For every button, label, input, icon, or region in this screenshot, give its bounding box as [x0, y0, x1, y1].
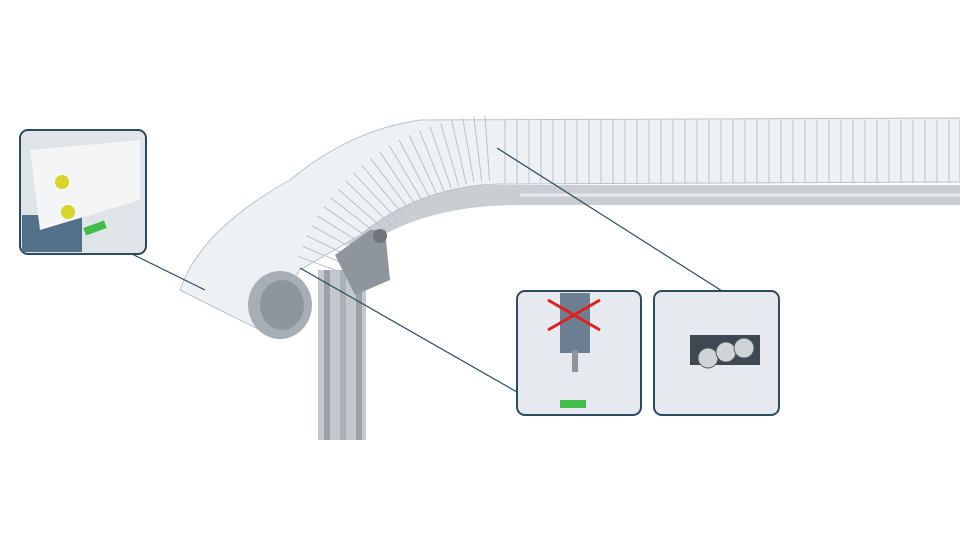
- belt-slat: [337, 188, 388, 232]
- detail-inset-left: [19, 129, 147, 255]
- belt-slat: [473, 116, 483, 182]
- support-leg: [318, 270, 366, 440]
- belt-slat: [418, 130, 445, 192]
- detail-inset-right: [653, 290, 780, 416]
- conveyor-belt: [179, 115, 960, 331]
- belt-slat: [451, 120, 467, 184]
- belt-slat: [484, 115, 491, 181]
- side-rail: [340, 185, 960, 250]
- belt-slat: [398, 139, 431, 198]
- belt-slat: [361, 164, 404, 216]
- leader-lines: [131, 147, 723, 393]
- belt-slat: [408, 134, 438, 195]
- belt-slat: [370, 157, 411, 211]
- belt-slat: [429, 126, 452, 189]
- belt-slat: [388, 145, 424, 202]
- end-cap: [248, 271, 312, 339]
- belt-slat: [344, 180, 393, 227]
- belt-slat: [353, 172, 399, 221]
- belt-slat: [462, 118, 475, 183]
- belt-slat: [440, 123, 460, 186]
- detail-inset-middle: [516, 290, 642, 416]
- belt-slat: [379, 151, 417, 206]
- mounting-bracket: [335, 229, 390, 295]
